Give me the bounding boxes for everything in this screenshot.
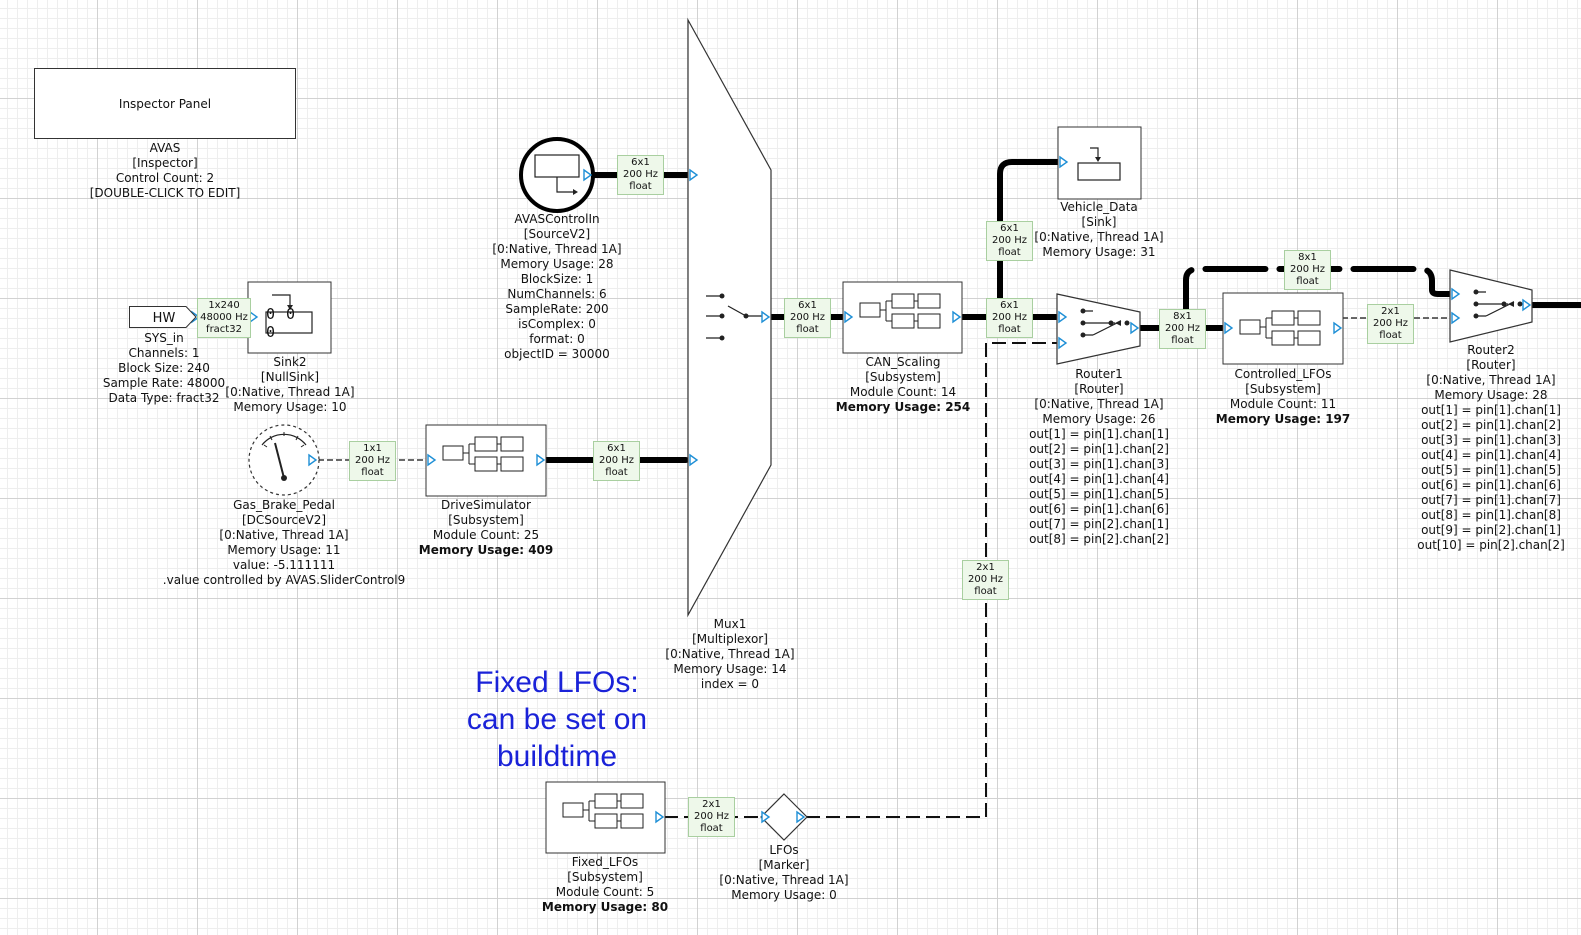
pin-can-out xyxy=(952,310,962,324)
lfos-marker-caption: LFOs [Marker] [0:Native, Thread 1A] Memo… xyxy=(719,843,849,902)
router1-caption: Router1 [Router] [0:Native, Thread 1A] M… xyxy=(1029,367,1169,546)
wire-marker-router1 xyxy=(806,342,1058,818)
pin-pedal-out xyxy=(308,453,318,467)
wire-badge-drive-mux: 6x1 200 Hz float xyxy=(593,441,640,481)
wire-badge-sysin-sink2: 1x240 48000 Hz fract32 xyxy=(197,298,251,338)
pin-avasctl-out xyxy=(583,168,593,182)
pin-mux-in-2 xyxy=(689,453,699,467)
wire-badge-fixed-marker: 2x1 200 Hz float xyxy=(688,797,735,837)
pin-vehicle-in xyxy=(1059,155,1069,169)
mux1-block[interactable] xyxy=(687,17,772,618)
wire-badge-marker-router1: 2x1 200 Hz float xyxy=(962,560,1009,600)
pin-lfos-in xyxy=(1224,321,1234,335)
wire-badge-can-vehicle: 6x1 200 Hz float xyxy=(986,221,1033,261)
pin-drive-in xyxy=(427,453,437,467)
mux1-caption: Mux1 [Multiplexor] [0:Native, Thread 1A]… xyxy=(665,617,795,691)
pin-marker-in xyxy=(761,810,771,824)
wire-badge-pedal-drive: 1x1 200 Hz float xyxy=(349,441,396,481)
fixed-lfos-annotation: Fixed LFOs: can be set on buildtime xyxy=(466,666,648,773)
pin-router1-in-1 xyxy=(1058,310,1068,324)
sink2-display: 0 0 0 xyxy=(266,304,297,341)
pin-fixed-out xyxy=(655,810,665,824)
wire-badge-can-router1: 6x1 200 Hz float xyxy=(986,298,1033,338)
wire-badge-avasctl-mux: 6x1 200 Hz float xyxy=(617,155,664,195)
pin-router2-in-2 xyxy=(1451,311,1461,325)
router2-block[interactable] xyxy=(1449,269,1533,343)
router2-caption: Router2 [Router] [0:Native, Thread 1A] M… xyxy=(1417,343,1565,552)
wire-top-router2 xyxy=(1183,266,1453,331)
sys-in-hw-label: HW xyxy=(153,311,176,326)
can-scaling-caption: CAN_Scaling [Subsystem] Module Count: 14… xyxy=(835,355,971,414)
drive-simulator-block[interactable] xyxy=(425,424,547,497)
pin-router1-out xyxy=(1130,321,1140,335)
drive-simulator-caption: DriveSimulator [Subsystem] Module Count:… xyxy=(418,498,554,557)
wire-badge-lfos-router2: 2x1 200 Hz float xyxy=(1367,304,1414,344)
pin-router2-in-1 xyxy=(1451,287,1461,301)
controlled-lfos-block[interactable] xyxy=(1222,292,1344,365)
router1-block[interactable] xyxy=(1056,293,1141,365)
gas-brake-pedal-block[interactable] xyxy=(248,424,320,496)
sys-in-caption: SYS_in Channels: 1 Block Size: 240 Sampl… xyxy=(102,331,226,405)
pin-drive-out xyxy=(536,453,546,467)
avas-control-in-block[interactable] xyxy=(519,137,595,213)
fixed-lfos-block[interactable] xyxy=(545,781,666,854)
wire-badge-mux-can: 6x1 200 Hz float xyxy=(784,298,831,338)
controlled-lfos-caption: Controlled_LFOs [Subsystem] Module Count… xyxy=(1215,367,1351,426)
sink2-caption: Sink2 [NullSink] [0:Native, Thread 1A] M… xyxy=(225,355,355,414)
lfos-marker-block[interactable] xyxy=(760,793,808,841)
can-scaling-block[interactable] xyxy=(842,281,963,354)
pin-lfos-out xyxy=(1333,321,1343,335)
inspector-caption: AVAS [Inspector] Control Count: 2 [DOUBL… xyxy=(89,141,241,200)
pin-marker-out xyxy=(796,810,806,824)
inspector-panel[interactable]: Inspector Panel xyxy=(34,68,296,139)
sys-in-block[interactable]: HW xyxy=(129,306,197,328)
pin-router2-out xyxy=(1522,298,1532,312)
vehicle-data-block[interactable] xyxy=(1057,126,1142,200)
vehicle-data-caption: Vehicle_Data [Sink] [0:Native, Thread 1A… xyxy=(1034,200,1164,259)
avas-control-in-caption: AVASControlIn [SourceV2] [0:Native, Thre… xyxy=(492,212,622,361)
inspector-panel-label: Inspector Panel xyxy=(118,96,212,111)
pin-can-in xyxy=(844,310,854,324)
pin-mux-out xyxy=(761,310,771,324)
wire-badge-router1-lfos: 8x1 200 Hz float xyxy=(1159,309,1206,349)
gas-brake-pedal-caption: Gas_Brake_Pedal [DCSourceV2] [0:Native, … xyxy=(162,498,406,587)
wire-can-vehicle xyxy=(997,159,1061,320)
pin-router1-in-2 xyxy=(1058,336,1068,350)
fixed-lfos-caption: Fixed_LFOs [Subsystem] Module Count: 5 M… xyxy=(541,855,669,914)
sink2-block[interactable] xyxy=(247,281,332,354)
wire-badge-top-router2: 8x1 200 Hz float xyxy=(1284,250,1331,290)
pin-mux-in-1 xyxy=(689,168,699,182)
